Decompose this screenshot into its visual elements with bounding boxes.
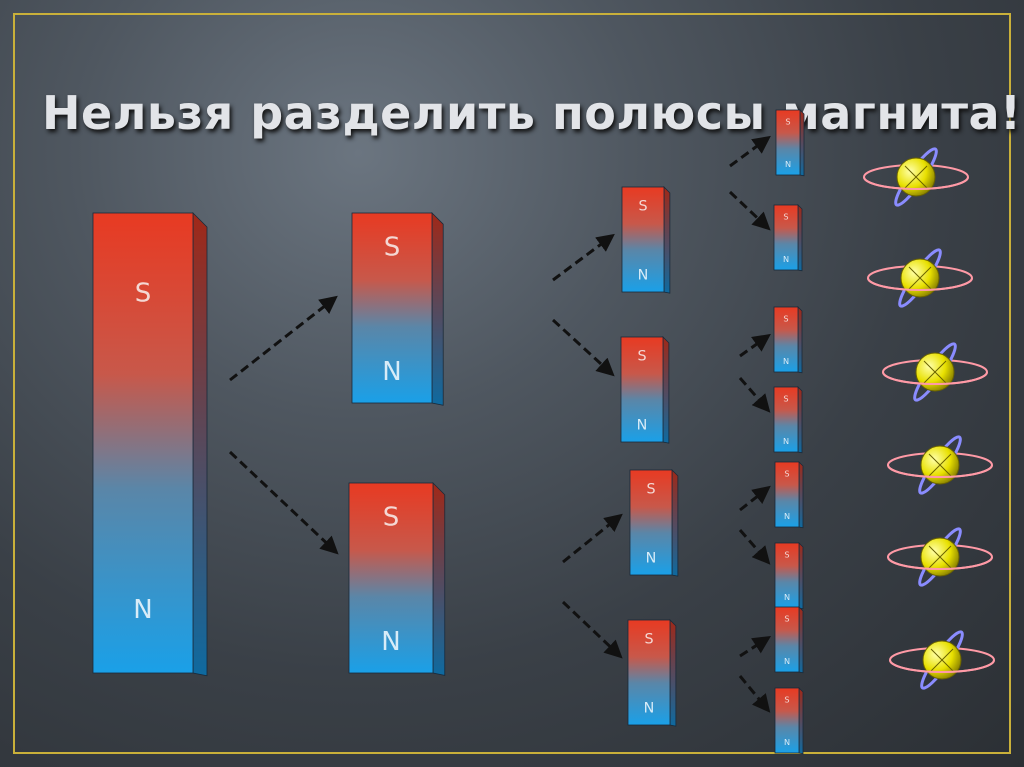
arrow-icon <box>230 298 335 380</box>
arrow-icon <box>740 530 768 562</box>
north-pole-label: N <box>784 737 790 747</box>
south-pole-label: S <box>784 694 789 704</box>
north-pole-label: N <box>637 417 648 433</box>
south-pole-label: S <box>638 199 647 215</box>
north-pole-label: N <box>638 267 649 283</box>
south-pole-label: S <box>646 482 655 498</box>
south-pole-label: S <box>637 349 646 365</box>
arrow-icon <box>230 452 336 552</box>
atom-icon <box>883 340 987 404</box>
south-pole-label: S <box>785 116 790 126</box>
atom-icon <box>888 433 992 497</box>
south-pole-label: S <box>783 211 788 221</box>
arrow-icon <box>563 602 620 656</box>
bar-magnet-quarter-3: SN <box>630 470 678 576</box>
north-pole-label: N <box>381 627 400 657</box>
north-pole-label: N <box>784 592 790 602</box>
south-pole-label: S <box>644 632 653 648</box>
atom-icon <box>864 145 968 209</box>
south-pole-label: S <box>384 233 401 263</box>
bar-magnet-quarter-1: SN <box>622 187 670 293</box>
north-pole-label: N <box>646 550 657 566</box>
arrow-icon <box>740 638 768 656</box>
arrow-icon <box>740 488 768 510</box>
bar-magnet-eighth-1: SN <box>776 110 804 176</box>
south-pole-label: S <box>135 279 152 309</box>
north-pole-label: N <box>133 595 152 625</box>
bar-magnet-eighth-3: SN <box>774 307 802 373</box>
arrow-icon <box>740 378 768 410</box>
south-pole-label: S <box>784 613 789 623</box>
bar-magnet-large: SN <box>93 213 207 676</box>
atom-icon <box>888 525 992 589</box>
bar-magnet-quarter-2: SN <box>621 337 669 443</box>
north-pole-label: N <box>784 511 790 521</box>
arrow-icon <box>730 192 768 228</box>
bar-magnet-eighth-7: SN <box>775 607 803 673</box>
atom-icon <box>868 246 972 310</box>
north-pole-label: N <box>783 436 789 446</box>
south-pole-label: S <box>783 393 788 403</box>
arrow-icon <box>553 320 612 374</box>
south-pole-label: S <box>784 468 789 478</box>
bar-magnet-eighth-6: SN <box>775 543 803 609</box>
atom-icon <box>890 628 994 692</box>
bar-magnet-eighth-8: SN <box>775 688 803 754</box>
arrow-icon <box>553 236 612 280</box>
north-pole-label: N <box>382 357 401 387</box>
arrow-icon <box>740 336 768 356</box>
bar-magnet-eighth-4: SN <box>774 387 802 453</box>
arrow-icon <box>730 138 768 166</box>
arrow-icon <box>740 676 768 710</box>
north-pole-label: N <box>783 254 789 264</box>
bar-magnet-half-top: SN <box>352 213 443 405</box>
north-pole-label: N <box>783 356 789 366</box>
south-pole-label: S <box>784 549 789 559</box>
bar-magnet-half-bottom: SN <box>349 483 445 675</box>
south-pole-label: S <box>383 503 400 533</box>
bar-magnet-eighth-2: SN <box>774 205 802 271</box>
north-pole-label: N <box>784 656 790 666</box>
bar-magnet-quarter-4: SN <box>628 620 676 726</box>
north-pole-label: N <box>785 159 791 169</box>
north-pole-label: N <box>644 700 655 716</box>
bar-magnet-eighth-5: SN <box>775 462 803 528</box>
south-pole-label: S <box>783 313 788 323</box>
arrow-icon <box>563 516 620 562</box>
